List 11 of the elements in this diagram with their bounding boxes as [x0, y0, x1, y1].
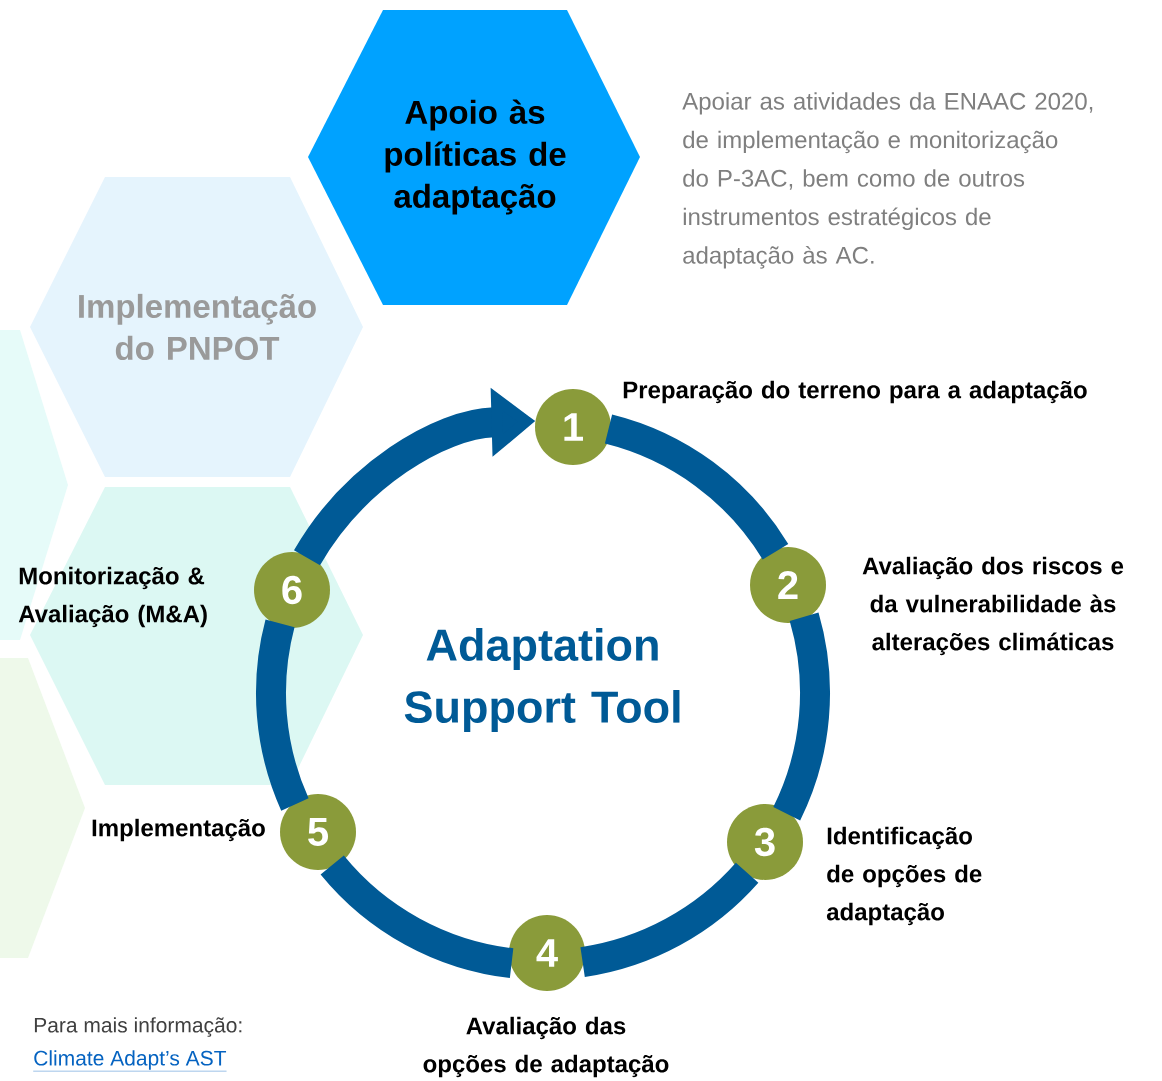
- hexagon: Implementação do PNPOT: [30, 177, 363, 477]
- step-label: Implementação: [92, 818, 265, 842]
- info-text: Para mais informação:: [34, 1017, 242, 1037]
- step-label: Avaliação dos riscos e da vulnerabilidade às alterações climáticas: [862, 556, 1124, 656]
- step-label: Identificação de opções de adaptação: [826, 826, 982, 926]
- description-text: Apoiar as atividades da ENAAC 2020, de implementação e monitorização do P-3AC, bem como de outros instrumentos estratégicos de adaptação às AC.: [682, 92, 1093, 269]
- link: Climate Adapt’s AST: [33, 1050, 227, 1072]
- center-title: Adaptation Support Tool: [404, 628, 680, 732]
- step-label: Monitorização & Avaliação (M&A): [18, 566, 207, 628]
- step-label: Avaliação das opções de adaptação: [423, 1016, 669, 1078]
- step-label: Preparação do terreno para a adaptação: [623, 380, 1087, 404]
